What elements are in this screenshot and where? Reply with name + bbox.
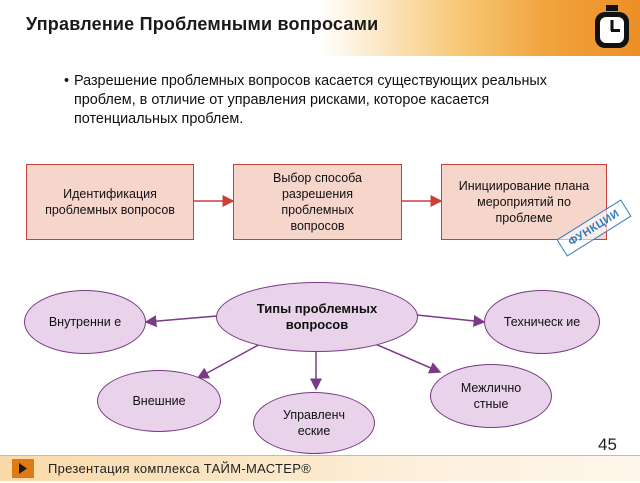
process-step-identification: Идентификация проблемных вопросов — [26, 164, 194, 240]
footer-logo-icon — [12, 459, 34, 478]
type-internal: Внутренни е — [24, 290, 146, 354]
type-external: Внешние — [97, 370, 221, 432]
arrow-to-technical — [416, 314, 486, 327]
intro-text: Разрешение проблемных вопросов касается … — [74, 73, 547, 127]
type-managerial-label: Управленч еские — [282, 408, 346, 438]
page-title: Управление Проблемными вопросами — [26, 14, 379, 34]
page-number: 45 — [598, 435, 617, 454]
type-internal-label: Внутренни е — [48, 315, 122, 329]
header-bar: Управление Проблемными вопросами — [0, 0, 640, 56]
issue-types-center: Типы проблемных вопросов — [216, 282, 418, 352]
type-technical: Техническ ие — [484, 290, 600, 354]
process-step-initiation-label: Инициирование плана мероприятий по пробл… — [458, 179, 590, 225]
type-technical-label: Техническ ие — [503, 315, 581, 329]
type-interpersonal: Межлично стные — [430, 364, 552, 428]
arrow-to-interpersonal — [372, 342, 442, 374]
type-interpersonal-label: Межлично стные — [460, 381, 522, 411]
arrow-to-internal — [144, 315, 218, 328]
process-step-identification-label: Идентификация проблемных вопросов — [45, 187, 175, 217]
intro-bullet: • Разрешение проблемных вопросов касаетс… — [64, 72, 574, 129]
process-step-selection: Выбор способа разрешения проблемных вопр… — [233, 164, 402, 240]
issue-types-center-label: Типы проблемных вопросов — [256, 301, 378, 332]
footer-text: Презентация комплекса ТАЙМ-МАСТЕР® — [48, 461, 312, 476]
arrow-to-external — [196, 342, 263, 379]
process-step-selection-label: Выбор способа разрешения проблемных вопр… — [273, 171, 362, 233]
type-managerial: Управленч еские — [253, 392, 375, 454]
stopwatch-icon — [595, 5, 629, 48]
footer-bar: Презентация комплекса ТАЙМ-МАСТЕР® — [0, 455, 640, 481]
bullet-icon: • — [64, 73, 70, 89]
type-external-label: Внешние — [132, 394, 186, 408]
